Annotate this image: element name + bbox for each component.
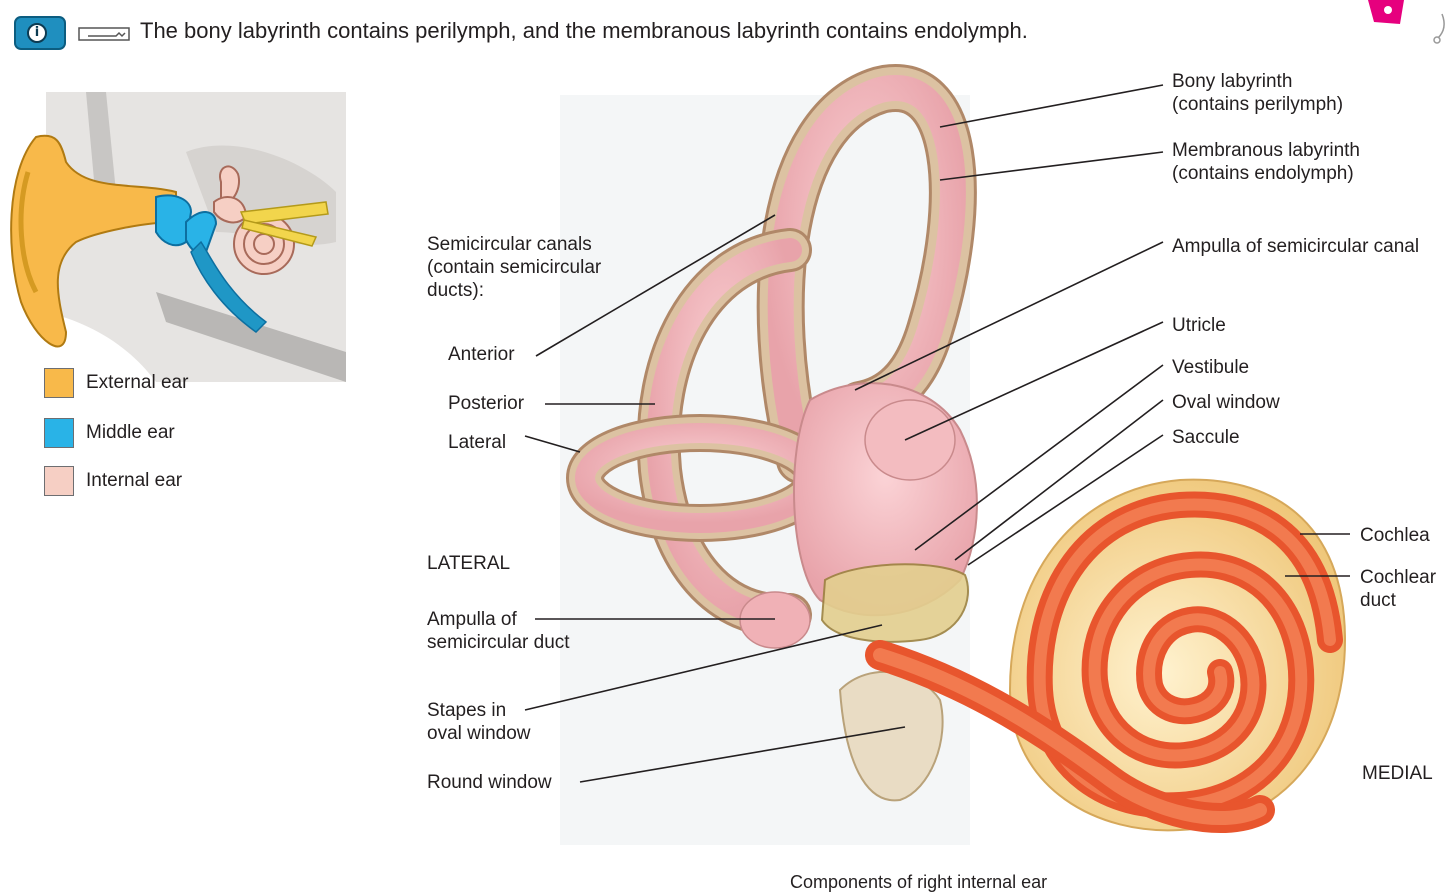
label-line: Stapes in (427, 699, 531, 722)
label-ampulla-of-semicircular-duct: Ampulla of semicircular duct (427, 608, 570, 654)
label-line: Cochlear (1360, 566, 1436, 589)
label-line: Bony labyrinth (1172, 70, 1343, 93)
label-utricle: Utricle (1172, 314, 1226, 337)
label-medial: MEDIAL (1362, 762, 1433, 785)
label-line: (contains perilymph) (1172, 93, 1343, 116)
label-membranous-labyrinth: Membranous labyrinth (contains endolymph… (1172, 139, 1360, 185)
label-bony-labyrinth: Bony labyrinth (contains perilymph) (1172, 70, 1343, 116)
label-line: Semicircular canals (427, 233, 601, 256)
label-lateral: LATERAL (427, 552, 510, 575)
label-posterior: Posterior (448, 392, 524, 415)
label-line: oval window (427, 722, 531, 745)
label-line: ducts): (427, 279, 601, 302)
label-line: (contain semicircular (427, 256, 601, 279)
label-line: Membranous labyrinth (1172, 139, 1360, 162)
label-line: semicircular duct (427, 631, 570, 654)
label-vestibule: Vestibule (1172, 356, 1249, 379)
label-line: Ampulla of (427, 608, 570, 631)
label-ampulla-of-semicircular-canal: Ampulla of semicircular canal (1172, 235, 1419, 258)
label-anterior: Anterior (448, 343, 515, 366)
label-stapes-in-oval-window: Stapes in oval window (427, 699, 531, 745)
label-lateral-canal: Lateral (448, 431, 506, 454)
label-saccule: Saccule (1172, 426, 1240, 449)
label-semicircular-canals: Semicircular canals (contain semicircula… (427, 233, 601, 302)
label-round-window: Round window (427, 771, 552, 794)
label-line: (contains endolymph) (1172, 162, 1360, 185)
label-cochlear-duct: Cochlear duct (1360, 566, 1436, 612)
label-cochlea: Cochlea (1360, 524, 1430, 547)
label-oval-window: Oval window (1172, 391, 1280, 414)
label-line: duct (1360, 589, 1436, 612)
